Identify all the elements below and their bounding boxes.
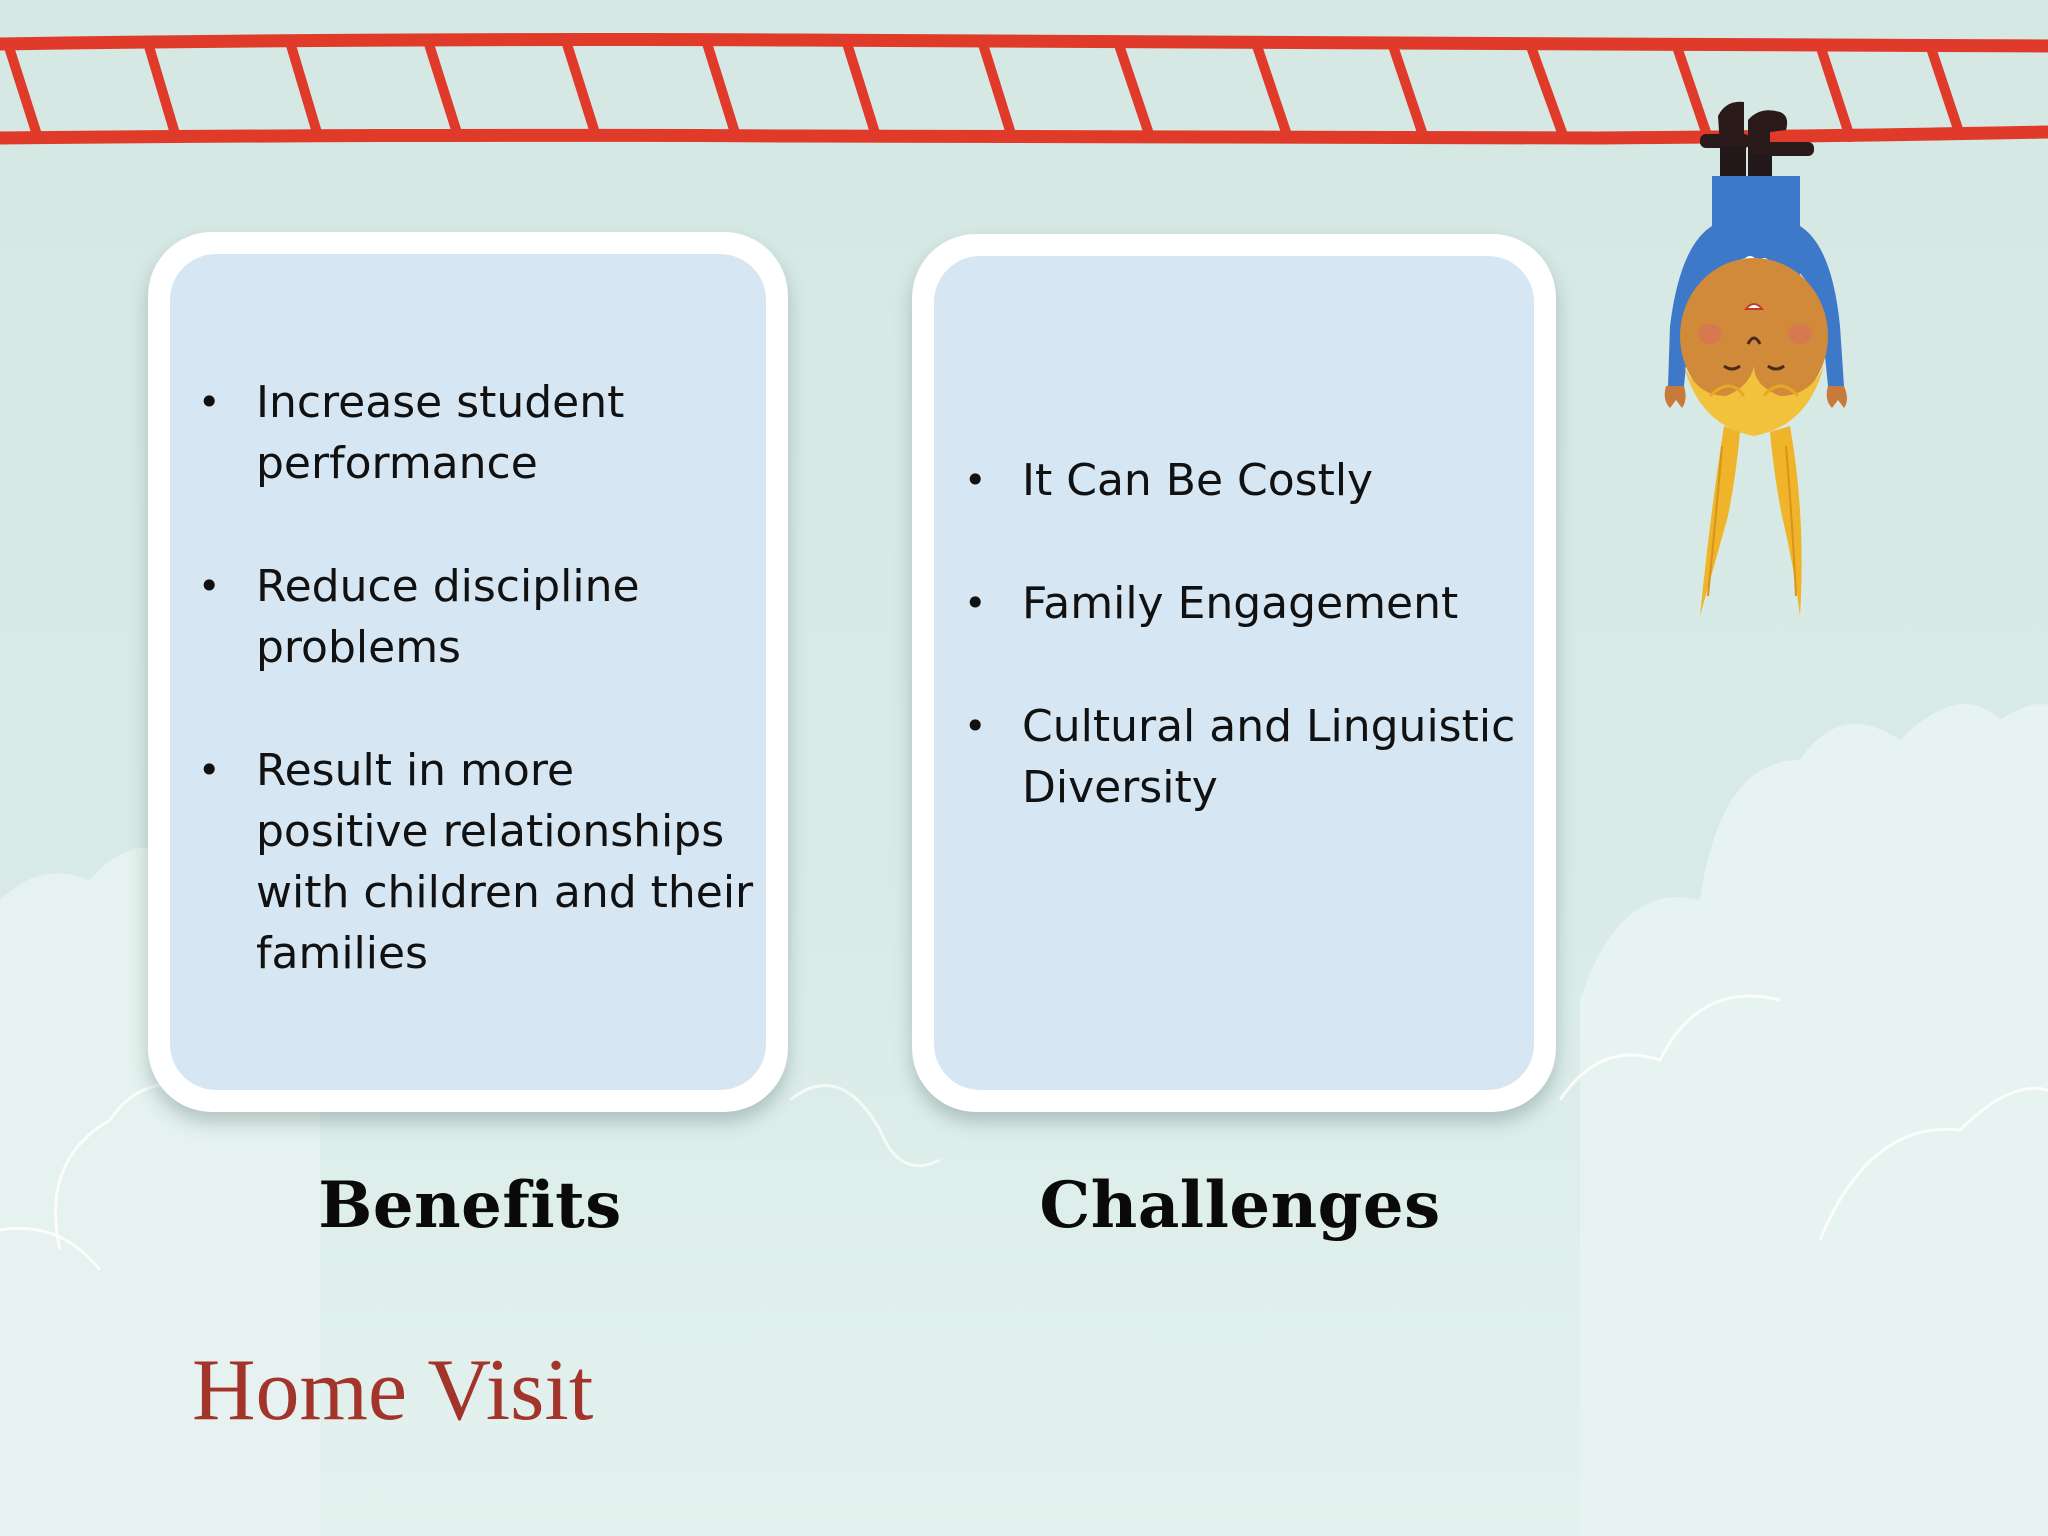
ladder-icon xyxy=(0,33,2048,145)
benefits-list: Increase student performance Reduce disc… xyxy=(198,372,758,1046)
challenges-item: It Can Be Costly xyxy=(964,450,1544,511)
challenges-item: Family Engagement xyxy=(964,573,1544,634)
benefits-item: Reduce discipline problems xyxy=(198,556,758,678)
challenges-heading: Challenges xyxy=(1039,1168,1441,1243)
benefits-item: Increase student performance xyxy=(198,372,758,494)
slide-title: Home Visit xyxy=(192,1342,594,1439)
benefits-heading: Benefits xyxy=(318,1168,622,1243)
benefits-item: Result in more positive relationships wi… xyxy=(198,740,758,984)
challenges-item: Cultural and Linguistic Diversity xyxy=(964,696,1544,818)
challenges-card xyxy=(912,234,1556,1112)
challenges-card-panel xyxy=(934,256,1534,1090)
challenges-list: It Can Be Costly Family Engagement Cultu… xyxy=(964,450,1544,880)
hanging-child-icon xyxy=(1664,101,1847,616)
